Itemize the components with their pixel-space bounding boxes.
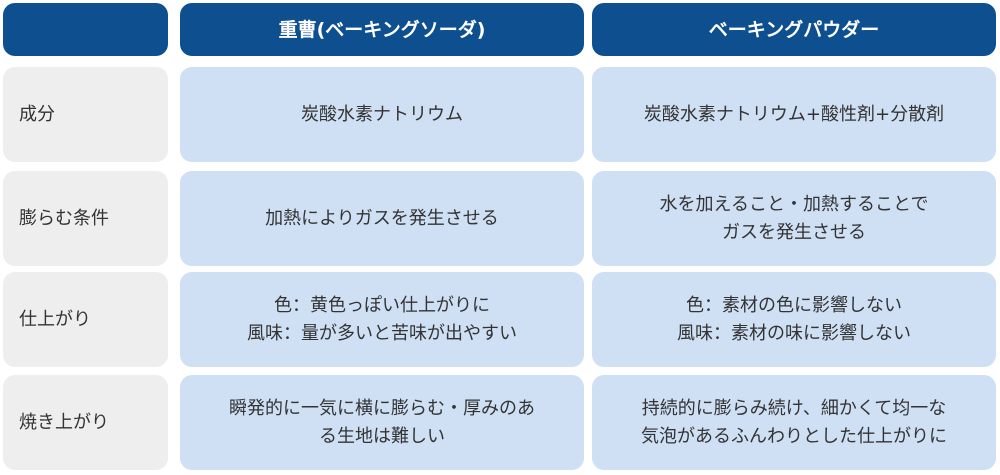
row-label-text: 仕上がり xyxy=(19,308,91,330)
cell-baking-soda: 瞬発的に一気に横に膨らむ・厚みのあ る生地は難しい xyxy=(180,375,584,470)
cell-ingredients-soda: 炭酸水素ナトリウム xyxy=(180,67,584,162)
header-baking-soda: 重曹(ベーキングソーダ) xyxy=(180,3,584,56)
cell-text: 加熱によりガスを発生させる xyxy=(265,207,499,229)
row-label-baking-result: 焼き上がり xyxy=(3,375,168,470)
cell-text: 色：黄色っぽい仕上がりに 風味：量が多いと苦味が出やすい xyxy=(247,294,517,344)
cell-ingredients-powder: 炭酸水素ナトリウム+酸性剤+分散剤 xyxy=(592,67,996,162)
row-label-ingredients: 成分 xyxy=(3,67,168,162)
cell-rising-powder: 水を加えること・加熱することで ガスを発生させる xyxy=(592,171,996,266)
cell-text: 炭酸水素ナトリウム xyxy=(301,103,463,125)
header-corner-cell xyxy=(3,3,168,56)
cell-text: 色：素材の色に影響しない 風味：素材の味に影響しない xyxy=(677,294,911,344)
cell-text: 持続的に膨らみ続け、細かくて均一な 気泡があるふんわりとした仕上がりに xyxy=(641,397,947,447)
row-label-rising-conditions: 膨らむ条件 xyxy=(3,171,168,266)
row-label-text: 膨らむ条件 xyxy=(19,207,109,229)
cell-rising-soda: 加熱によりガスを発生させる xyxy=(180,171,584,266)
row-label-finish: 仕上がり xyxy=(3,272,168,367)
row-label-text: 成分 xyxy=(19,103,55,125)
header-baking-soda-label: 重曹(ベーキングソーダ) xyxy=(278,18,486,41)
cell-text: 炭酸水素ナトリウム+酸性剤+分散剤 xyxy=(643,103,945,125)
cell-baking-powder: 持続的に膨らみ続け、細かくて均一な 気泡があるふんわりとした仕上がりに xyxy=(592,375,996,470)
cell-text: 水を加えること・加熱することで ガスを発生させる xyxy=(659,193,929,243)
header-baking-powder: ベーキングパウダー xyxy=(592,3,996,56)
cell-finish-soda: 色：黄色っぽい仕上がりに 風味：量が多いと苦味が出やすい xyxy=(180,272,584,367)
row-label-text: 焼き上がり xyxy=(19,411,109,433)
cell-finish-powder: 色：素材の色に影響しない 風味：素材の味に影響しない xyxy=(592,272,996,367)
header-baking-powder-label: ベーキングパウダー xyxy=(708,18,880,41)
cell-text: 瞬発的に一気に横に膨らむ・厚みのあ る生地は難しい xyxy=(229,397,535,447)
